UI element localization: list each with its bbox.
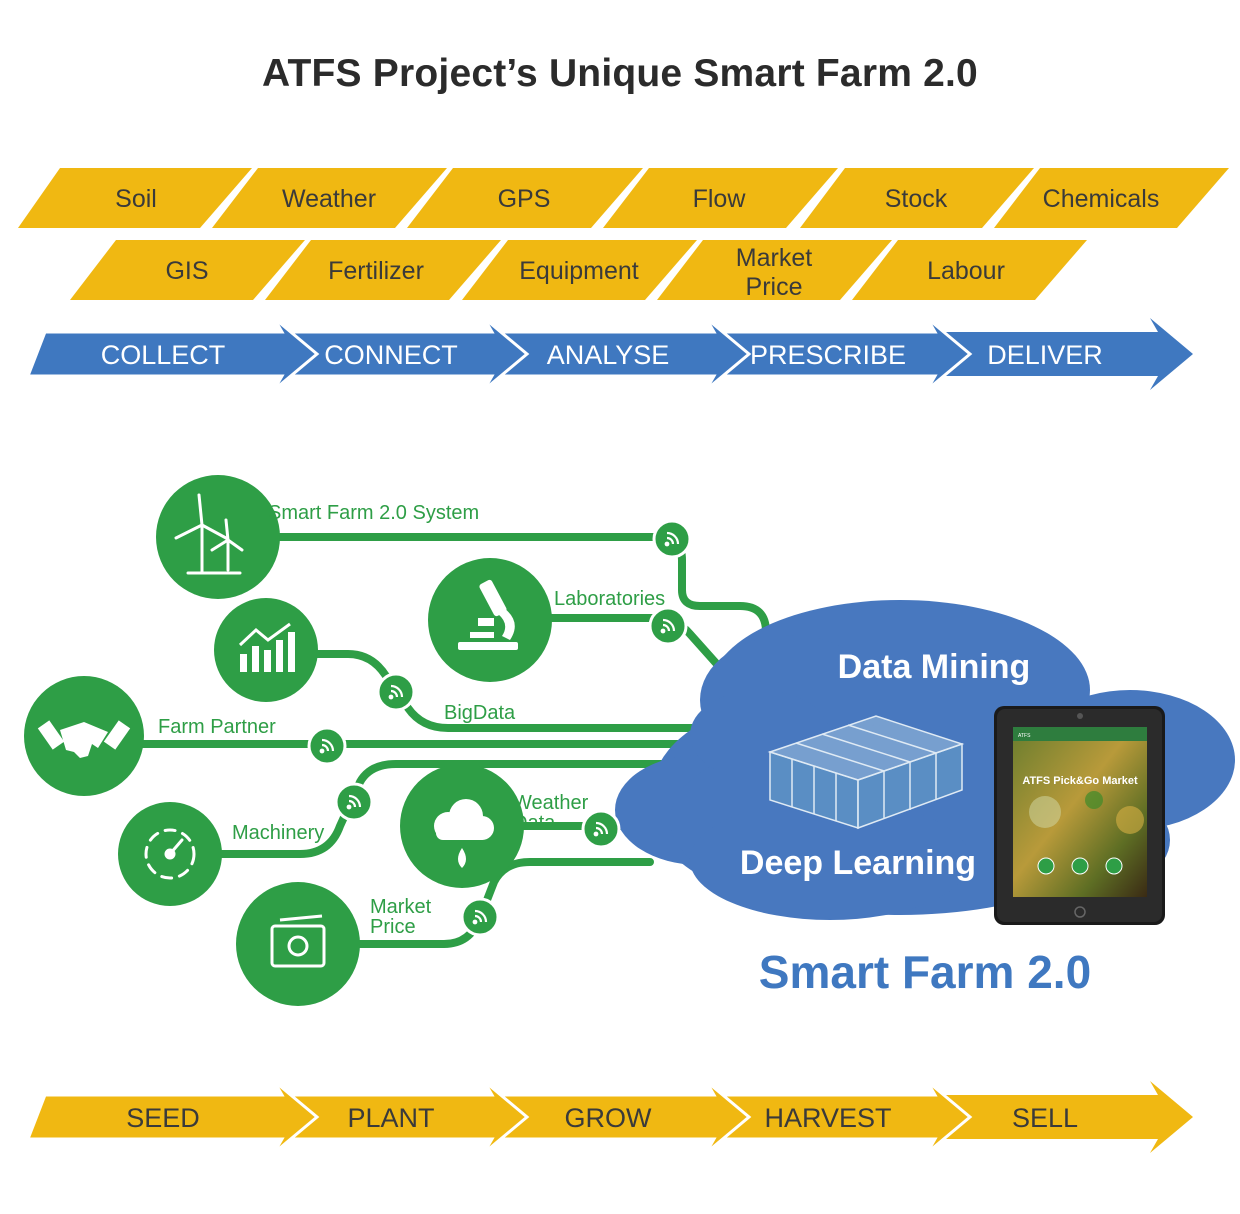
data-source-flow xyxy=(603,168,838,228)
node-weather xyxy=(400,764,524,888)
data-source-label: GPS xyxy=(498,185,551,213)
data-source-label: GIS xyxy=(165,257,208,285)
data-source-stock xyxy=(800,168,1034,228)
node-label-market: Market xyxy=(370,896,432,918)
cloud-top-text: Data Mining xyxy=(838,648,1031,686)
wallet-icon xyxy=(1071,857,1089,875)
wifi-icon xyxy=(581,809,621,849)
node-label-partner: Farm Partner xyxy=(158,716,276,738)
greenhouse-icon xyxy=(767,715,965,830)
node-label-machinery: Machinery xyxy=(232,822,324,844)
bar-chart-icon xyxy=(238,622,295,672)
process-arrows: COLLECT CONNECT ANALYSE PRESCRIBE DELIVE… xyxy=(25,316,1193,392)
data-source-label: Price xyxy=(746,273,803,301)
process-arrow-collect xyxy=(25,316,320,392)
farm-arrows: SEED PLANT GROW HARVEST SELL xyxy=(25,1079,1193,1155)
node-label-weather: Data xyxy=(513,812,556,834)
data-source-row-1: Soil Weather GPS Flow Stock Chemicals xyxy=(18,168,1229,228)
data-source-label: Equipment xyxy=(519,257,639,285)
node-partner xyxy=(24,676,144,796)
data-source-equipment xyxy=(462,240,697,300)
farm-label-grow: GROW xyxy=(565,1103,653,1133)
data-source-market-price xyxy=(657,240,892,300)
process-arrow-deliver xyxy=(895,318,1193,390)
process-label-collect: COLLECT xyxy=(101,340,226,370)
farm-arrow-seed xyxy=(25,1079,320,1155)
process-label-deliver: DELIVER xyxy=(987,340,1103,370)
node-labs xyxy=(428,558,552,682)
data-source-gps xyxy=(407,168,643,228)
tablet-device: ATFS ATFS Pick&Go Market xyxy=(994,706,1165,925)
farm-label-harvest: HARVEST xyxy=(764,1103,891,1133)
tablet-brand: ATFS xyxy=(1018,733,1031,739)
data-source-weather xyxy=(212,168,447,228)
process-label-connect: CONNECT xyxy=(324,340,458,370)
node-label-bigdata: BigData xyxy=(444,702,516,724)
page-title: ATFS Project’s Unique Smart Farm 2.0 xyxy=(262,52,978,95)
wind-turbine-icon xyxy=(174,493,244,575)
money-icon xyxy=(270,914,326,968)
gauge-icon xyxy=(144,828,196,880)
wifi-icon xyxy=(460,897,500,937)
handshake-icon xyxy=(37,720,131,758)
delivery-icon xyxy=(1105,857,1123,875)
data-source-label: Soil xyxy=(115,185,157,213)
data-source-row-2: GIS Fertilizer Equipment Market Price La… xyxy=(70,240,1087,301)
node-market xyxy=(236,882,360,1006)
data-source-label: Chemicals xyxy=(1043,185,1160,213)
node-bigdata xyxy=(214,598,318,702)
basket-icon xyxy=(1037,857,1055,875)
farm-label-seed: SEED xyxy=(126,1103,200,1133)
node-label-labs: Laboratories xyxy=(554,588,665,610)
home-button xyxy=(1074,906,1086,918)
data-source-labour xyxy=(852,240,1087,300)
farm-label-sell: SELL xyxy=(1012,1103,1078,1133)
farm-arrow-sell xyxy=(895,1081,1193,1153)
rain-cloud-icon xyxy=(434,799,494,868)
wifi-badges xyxy=(307,519,692,937)
node-label-system: Smart Farm 2.0 System xyxy=(268,502,479,524)
wifi-icon xyxy=(376,672,416,712)
farm-label-plant: PLANT xyxy=(347,1103,434,1133)
wifi-icon xyxy=(648,606,688,646)
node-label-weather: Weather xyxy=(513,792,589,814)
node-machinery xyxy=(118,802,222,906)
data-source-label: Market xyxy=(736,244,812,272)
process-label-prescribe: PRESCRIBE xyxy=(750,340,906,370)
data-source-label: Stock xyxy=(885,185,948,213)
data-source-label: Fertilizer xyxy=(328,257,424,285)
wifi-icon xyxy=(652,519,692,559)
tablet-title: ATFS Pick&Go Market xyxy=(1022,775,1138,787)
wifi-icon xyxy=(334,782,374,822)
data-source-label: Labour xyxy=(927,257,1005,285)
cloud-bottom-text: Deep Learning xyxy=(740,844,976,882)
node-label-market: Price xyxy=(370,916,416,938)
data-source-fertilizer xyxy=(265,240,501,300)
data-source-gis xyxy=(70,240,305,300)
node-system xyxy=(156,475,280,599)
wifi-icon xyxy=(307,726,347,766)
data-source-label: Flow xyxy=(693,185,747,213)
microscope-icon xyxy=(458,579,518,650)
data-source-chemicals xyxy=(994,168,1229,228)
data-source-soil xyxy=(18,168,252,228)
data-source-label: Weather xyxy=(282,185,376,213)
process-label-analyse: ANALYSE xyxy=(547,340,670,370)
smart-farm-label: Smart Farm 2.0 xyxy=(759,946,1091,998)
